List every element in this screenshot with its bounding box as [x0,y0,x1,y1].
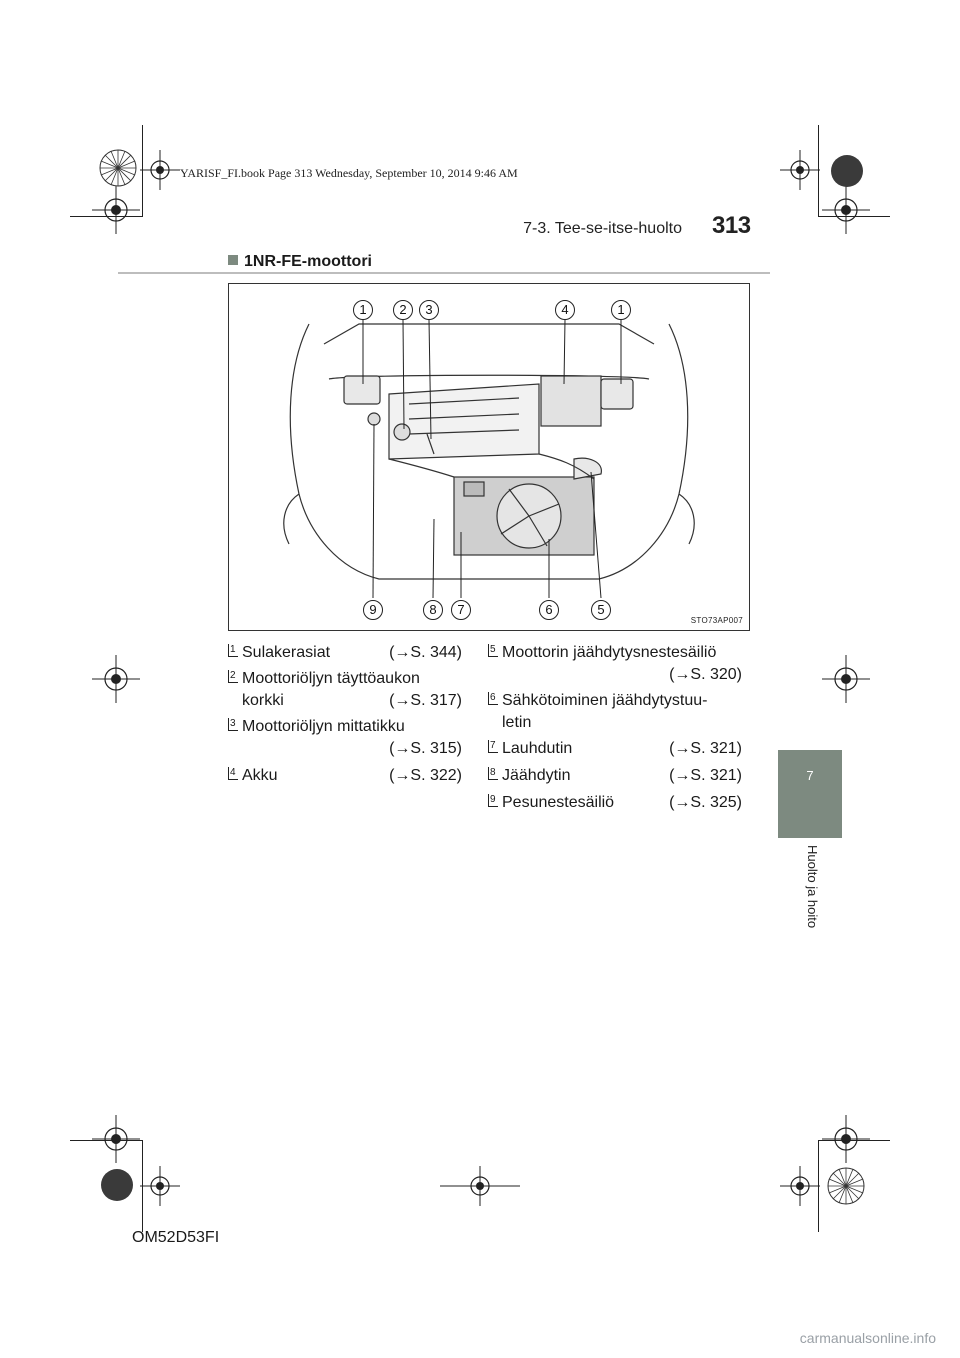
book-info-line: YARISF_FI.book Page 313 Wednesday, Septe… [180,166,518,180]
engine-bay-illustration [283,319,695,599]
figure-callout: 7 [451,600,471,620]
legend-item-1: 1 Sulakerasiat (→S. 344) [228,644,462,661]
legend-item-3: 3 Moottoriöljyn mittatikku (→S. 315) [228,718,462,757]
legend-item-5: 5 Moottorin jäähdytysnestesäiliö (→S. 32… [488,644,742,683]
crop-mark [818,1140,890,1141]
crop-mark [70,216,142,217]
figure-callout: 3 [419,300,439,320]
header-rule [118,272,770,274]
section-title: 7-3. Tee-se-itse-huolto [523,220,682,237]
figure-code: STO73AP007 [690,616,743,625]
chapter-label: Huolto ja hoito [805,845,820,929]
figure-callout: 6 [539,600,559,620]
registration-mark-icon [92,655,140,703]
subheading: 1NR-FE-moottori [228,253,372,271]
registration-mark-icon [780,150,820,190]
engine-bay-figure: 1 2 3 4 1 9 8 7 6 5 STO73AP007 [228,283,750,631]
legend-item-6: 6 Sähkötoiminen jäähdytystuu- letin [488,692,708,731]
watermark: carmanualsonline.info [799,1330,936,1346]
crop-mark [142,125,143,217]
crop-mark [818,125,819,217]
figure-callout: 1 [353,300,373,320]
document-code: OM52D53FI [132,1229,220,1246]
crop-mark [818,216,890,217]
subheading-text: 1NR-FE-moottori [244,253,372,270]
registration-mark-icon [92,1115,140,1163]
registration-mark-icon [822,655,870,703]
figure-callout: 5 [591,600,611,620]
page-number: 313 [712,212,751,239]
registration-mark-icon [822,186,870,234]
square-bullet-icon [228,255,238,265]
crop-mark [70,1140,142,1141]
figure-callout: 1 [611,300,631,320]
chapter-tab: 7 [778,750,842,838]
legend-item-9: 9 Pesunestesäiliö (→S. 325) [488,794,742,811]
registration-mark-icon [440,1166,520,1206]
figure-callout: 8 [423,600,443,620]
figure-callout: 4 [555,300,575,320]
registration-mark-icon [780,1166,820,1206]
dark-disc-mark-icon [831,155,863,187]
legend-item-2: 2 Moottoriöljyn täyttöaukon korkki (→S. … [228,670,462,709]
starburst-mark-icon [827,1167,865,1205]
legend-item-8: 8 Jäähdytin (→S. 321) [488,767,742,784]
legend-item-4: 4 Akku (→S. 322) [228,767,462,784]
registration-mark-icon [822,1115,870,1163]
legend-item-7: 7 Lauhdutin (→S. 321) [488,740,742,757]
figure-callout: 9 [363,600,383,620]
figure-callout: 2 [393,300,413,320]
registration-mark-icon [140,150,180,190]
registration-mark-icon [92,186,140,234]
starburst-mark-icon [99,149,137,187]
dark-disc-mark-icon [101,1169,133,1201]
registration-mark-icon [140,1166,180,1206]
